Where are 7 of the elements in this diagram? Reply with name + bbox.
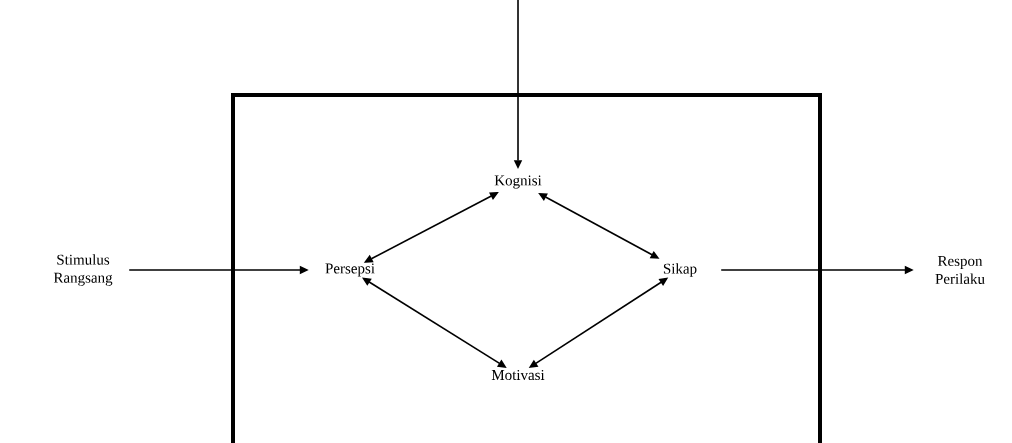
text-label: Sikap bbox=[663, 263, 697, 277]
text-label: Stimulus Rangsang bbox=[53, 254, 113, 286]
frame-box bbox=[231, 93, 822, 443]
text-label: Respon Perilaku bbox=[935, 256, 985, 284]
text-label: Motivasi bbox=[491, 369, 545, 380]
text-label: Persepsi bbox=[325, 263, 375, 277]
text-label: Kognisi bbox=[494, 175, 542, 189]
